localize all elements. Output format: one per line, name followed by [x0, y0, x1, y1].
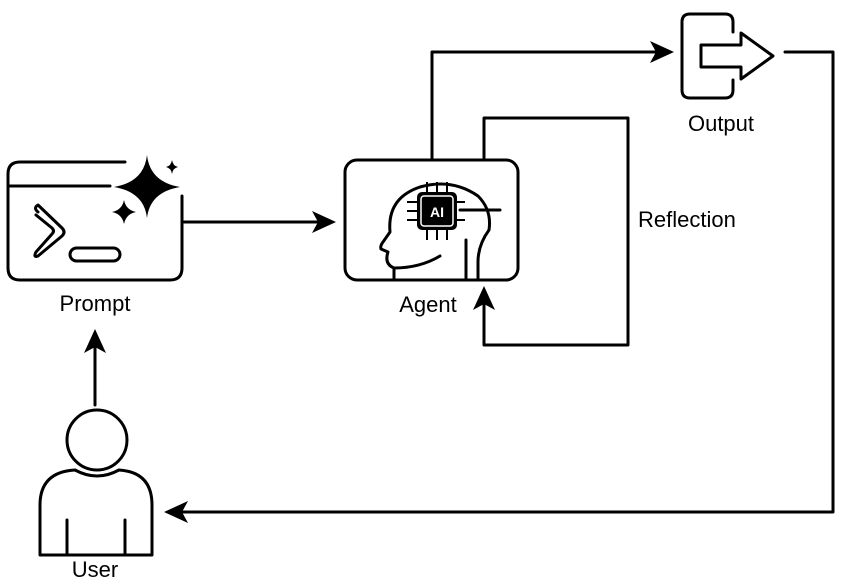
reflection-label: Reflection	[638, 207, 736, 232]
user-icon	[38, 408, 154, 557]
agent-node: AI Agent	[343, 158, 520, 317]
prompt-label: Prompt	[60, 291, 131, 316]
ai-head-icon: AI	[379, 182, 502, 282]
edge-output-to-user	[164, 50, 835, 523]
output-label: Output	[688, 111, 754, 136]
agent-label: Agent	[399, 292, 457, 317]
edge-reflection-loop	[473, 116, 630, 347]
edge-agent-to-output	[430, 41, 674, 160]
output-node: Output	[680, 12, 775, 136]
exit-arrow-icon	[680, 12, 775, 100]
prompt-node: Prompt	[6, 155, 184, 316]
user-node: User	[38, 408, 154, 582]
ai-chip-label: AI	[430, 204, 444, 220]
terminal-sparkle-icon	[6, 155, 184, 282]
user-label: User	[72, 557, 118, 582]
